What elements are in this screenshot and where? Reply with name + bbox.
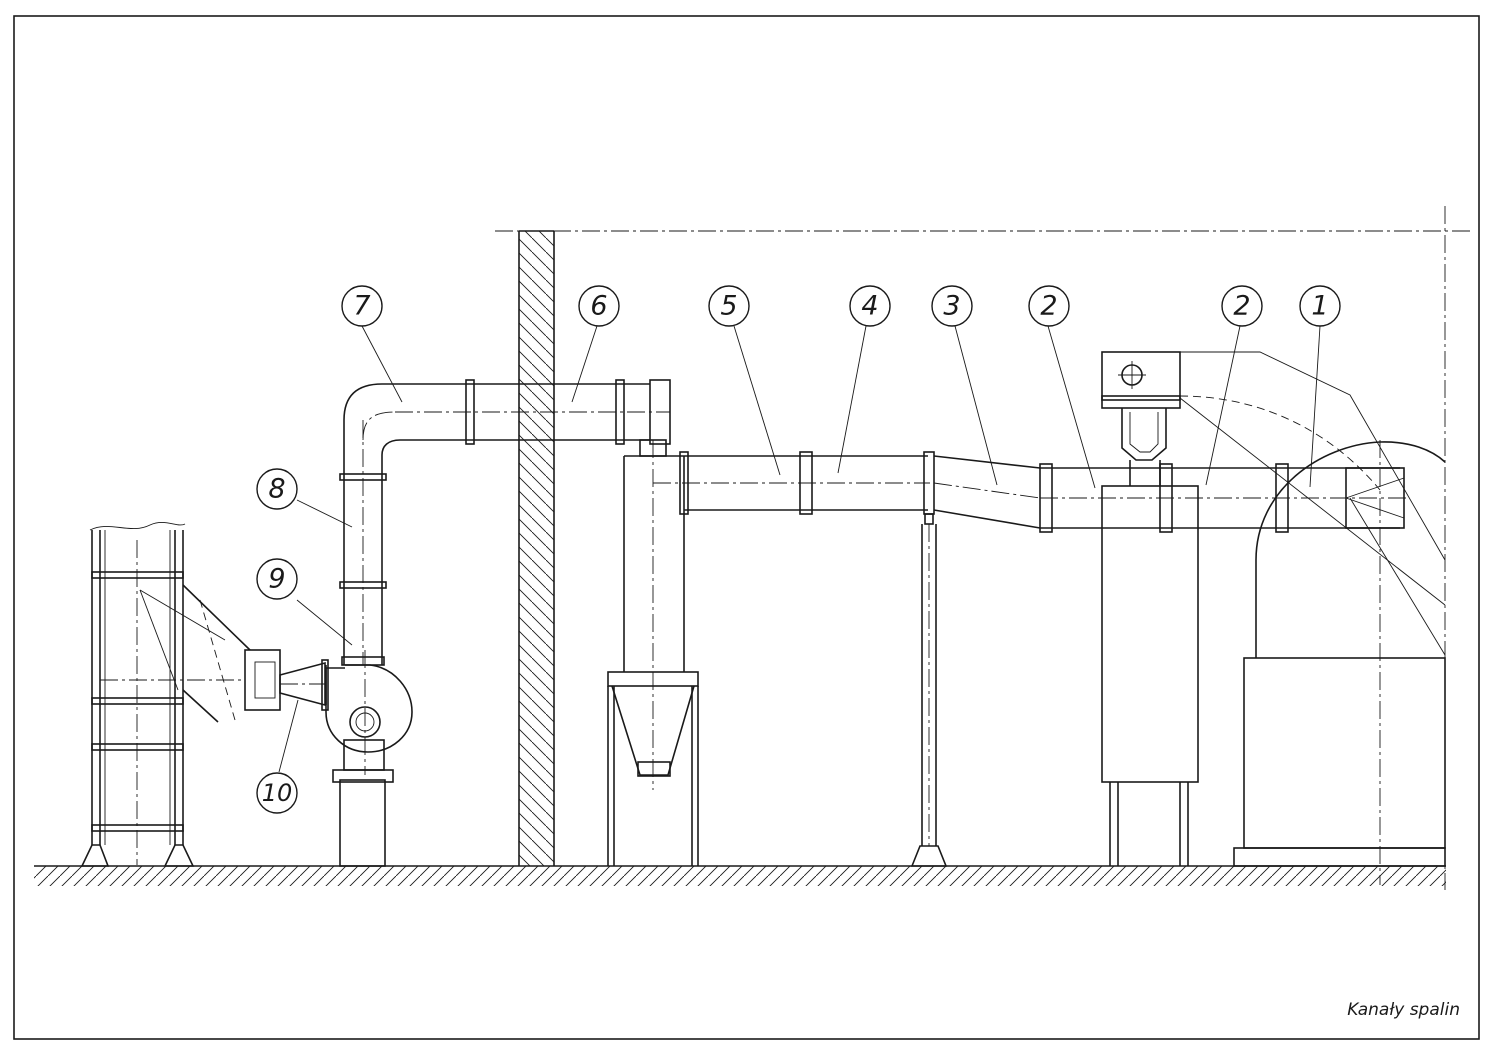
callout-label: 5 (720, 291, 737, 322)
callout-label: 10 (262, 779, 293, 807)
callout-label: 4 (861, 291, 878, 322)
exchanger-unit (1101, 351, 1446, 866)
callout-10: 10 (256, 772, 298, 814)
chimney-stack-icon (80, 522, 281, 867)
callout-label: 7 (353, 291, 370, 322)
callout-label: 6 (590, 291, 607, 322)
cyclone-separator-icon (607, 439, 699, 866)
fan-icon (279, 650, 413, 867)
drawing-frame (13, 15, 1480, 1040)
vertical-duct (339, 420, 387, 666)
horizontal-duct-2-1 (1039, 463, 1410, 533)
callout-5: 5 (708, 285, 750, 327)
callout-4: 4 (849, 285, 891, 327)
callout-1: 1 (1299, 285, 1341, 327)
callout-label: 9 (268, 564, 285, 595)
building-outline (495, 206, 1470, 890)
duct-support (910, 513, 948, 867)
callout-2b: 2 (1221, 285, 1263, 327)
callout-label: 2 (1233, 291, 1250, 322)
callout-2a: 2 (1028, 285, 1070, 327)
callout-6: 6 (578, 285, 620, 327)
drawing-caption: Kanały spalin (1347, 1000, 1460, 1020)
callout-label: 2 (1040, 291, 1057, 322)
leader-lines (278, 325, 1321, 773)
callout-7: 7 (341, 285, 383, 327)
horizontal-duct-5-4 (653, 451, 935, 515)
elbow-duct (343, 383, 470, 456)
wall-hatch-icon (518, 230, 555, 866)
callout-label: 1 (1311, 291, 1328, 322)
ground-hatch-icon (34, 865, 1446, 886)
callout-8: 8 (256, 468, 298, 510)
callout-9: 9 (256, 558, 298, 600)
horizontal-duct-6 (395, 379, 671, 445)
callout-label: 8 (268, 474, 285, 505)
callout-label: 3 (943, 291, 960, 322)
boiler-unit (1233, 440, 1446, 885)
callout-3: 3 (931, 285, 973, 327)
transition-duct-3 (933, 455, 1041, 529)
